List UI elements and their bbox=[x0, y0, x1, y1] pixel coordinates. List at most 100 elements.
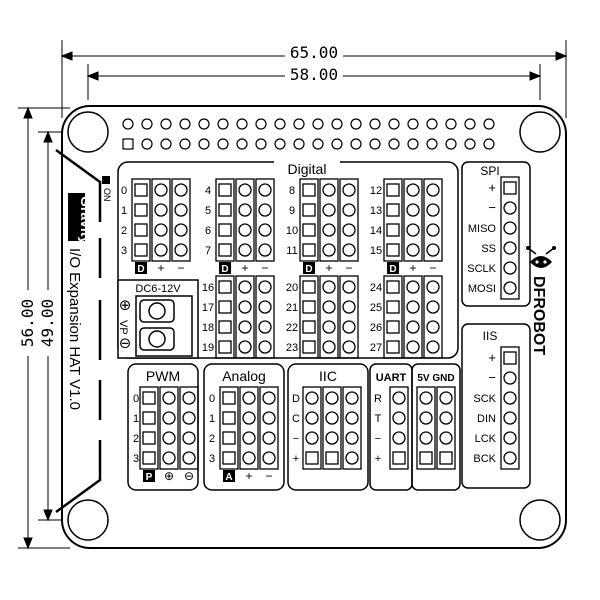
iic-pin[interactable] bbox=[305, 431, 319, 445]
digital-signal-pin[interactable] bbox=[134, 203, 148, 217]
gpio-pin[interactable] bbox=[293, 138, 305, 150]
digital-vcc-pin[interactable] bbox=[322, 280, 336, 294]
digital-vcc-pin[interactable] bbox=[238, 340, 252, 354]
gpio-pin[interactable] bbox=[426, 118, 438, 130]
digital-signal-pin[interactable] bbox=[386, 223, 400, 237]
gpio-pin[interactable] bbox=[369, 138, 381, 150]
digital-gnd-pin[interactable] bbox=[426, 320, 440, 334]
digital-vcc-pin[interactable] bbox=[238, 243, 252, 257]
pwm-gnd-pin[interactable] bbox=[182, 411, 196, 425]
pwm-signal-pin[interactable] bbox=[142, 411, 156, 425]
digital-vcc-pin[interactable] bbox=[322, 340, 336, 354]
digital-gnd-pin[interactable] bbox=[174, 203, 188, 217]
digital-gnd-pin[interactable] bbox=[174, 243, 188, 257]
gpio-pin[interactable] bbox=[331, 138, 343, 150]
pwm-gnd-pin[interactable] bbox=[182, 431, 196, 445]
digital-signal-pin[interactable] bbox=[302, 223, 316, 237]
digital-vcc-pin[interactable] bbox=[322, 223, 336, 237]
spi-pin[interactable] bbox=[503, 241, 517, 255]
digital-vcc-pin[interactable] bbox=[154, 243, 168, 257]
iic-pin[interactable] bbox=[305, 411, 319, 425]
digital-gnd-pin[interactable] bbox=[342, 280, 356, 294]
iis-pin[interactable] bbox=[503, 411, 517, 425]
digital-vcc-pin[interactable] bbox=[406, 340, 420, 354]
digital-signal-pin[interactable] bbox=[134, 243, 148, 257]
analog-signal-pin[interactable] bbox=[222, 391, 236, 405]
gpio-pin[interactable] bbox=[217, 118, 229, 130]
gpio-pin[interactable] bbox=[350, 138, 362, 150]
digital-gnd-pin[interactable] bbox=[258, 203, 272, 217]
spi-pin[interactable] bbox=[503, 281, 517, 295]
gpio-pin[interactable] bbox=[426, 138, 438, 150]
gpio-pin[interactable] bbox=[198, 138, 210, 150]
digital-signal-pin[interactable] bbox=[386, 203, 400, 217]
digital-vcc-pin[interactable] bbox=[406, 280, 420, 294]
analog-vcc-pin[interactable] bbox=[242, 431, 256, 445]
analog-signal-pin[interactable] bbox=[222, 451, 236, 465]
uart-pin[interactable] bbox=[392, 411, 406, 425]
digital-signal-pin[interactable] bbox=[302, 203, 316, 217]
analog-vcc-pin[interactable] bbox=[242, 411, 256, 425]
uart-pin[interactable] bbox=[392, 391, 406, 405]
iic-pin[interactable] bbox=[345, 451, 359, 465]
digital-signal-pin[interactable] bbox=[386, 280, 400, 294]
digital-vcc-pin[interactable] bbox=[406, 223, 420, 237]
digital-vcc-pin[interactable] bbox=[322, 183, 336, 197]
iis-pin[interactable] bbox=[503, 431, 517, 445]
digital-vcc-pin[interactable] bbox=[322, 203, 336, 217]
digital-gnd-pin[interactable] bbox=[426, 223, 440, 237]
digital-vcc-pin[interactable] bbox=[238, 203, 252, 217]
digital-signal-pin[interactable] bbox=[302, 320, 316, 334]
gpio-pin[interactable] bbox=[236, 118, 248, 130]
gpio-pin[interactable] bbox=[483, 138, 495, 150]
digital-vcc-pin[interactable] bbox=[322, 243, 336, 257]
gpio-pin[interactable] bbox=[274, 138, 286, 150]
iis-pin[interactable] bbox=[503, 371, 517, 385]
gpio-pin[interactable] bbox=[160, 138, 172, 150]
power5v-pin[interactable] bbox=[439, 451, 453, 465]
digital-gnd-pin[interactable] bbox=[342, 243, 356, 257]
gpio-pin[interactable] bbox=[464, 118, 476, 130]
pwm-vcc-pin[interactable] bbox=[162, 391, 176, 405]
digital-gnd-pin[interactable] bbox=[342, 340, 356, 354]
iic-pin[interactable] bbox=[325, 391, 339, 405]
digital-gnd-pin[interactable] bbox=[258, 280, 272, 294]
digital-gnd-pin[interactable] bbox=[426, 340, 440, 354]
iic-pin[interactable] bbox=[305, 451, 319, 465]
screw-terminal-plus[interactable] bbox=[148, 302, 166, 320]
iic-pin[interactable] bbox=[345, 431, 359, 445]
digital-signal-pin[interactable] bbox=[218, 183, 232, 197]
gpio-pin[interactable] bbox=[160, 118, 172, 130]
digital-signal-pin[interactable] bbox=[218, 340, 232, 354]
power5v-pin[interactable] bbox=[439, 411, 453, 425]
digital-gnd-pin[interactable] bbox=[426, 183, 440, 197]
pwm-signal-pin[interactable] bbox=[142, 431, 156, 445]
analog-signal-pin[interactable] bbox=[222, 411, 236, 425]
digital-signal-pin[interactable] bbox=[302, 300, 316, 314]
digital-signal-pin[interactable] bbox=[134, 183, 148, 197]
digital-gnd-pin[interactable] bbox=[174, 223, 188, 237]
analog-gnd-pin[interactable] bbox=[262, 391, 276, 405]
digital-vcc-pin[interactable] bbox=[154, 183, 168, 197]
analog-signal-pin[interactable] bbox=[222, 431, 236, 445]
gpio-pin[interactable] bbox=[274, 118, 286, 130]
digital-vcc-pin[interactable] bbox=[406, 243, 420, 257]
spi-pin[interactable] bbox=[503, 221, 517, 235]
gpio-pin[interactable] bbox=[464, 138, 476, 150]
digital-vcc-pin[interactable] bbox=[406, 320, 420, 334]
gpio-pin[interactable] bbox=[388, 118, 400, 130]
gpio-pin[interactable] bbox=[388, 138, 400, 150]
gpio-pin[interactable] bbox=[236, 138, 248, 150]
gpio-pin[interactable] bbox=[445, 118, 457, 130]
digital-signal-pin[interactable] bbox=[302, 243, 316, 257]
digital-signal-pin[interactable] bbox=[302, 183, 316, 197]
digital-gnd-pin[interactable] bbox=[258, 340, 272, 354]
digital-signal-pin[interactable] bbox=[218, 280, 232, 294]
gpio-pin[interactable] bbox=[350, 118, 362, 130]
digital-signal-pin[interactable] bbox=[386, 183, 400, 197]
digital-signal-pin[interactable] bbox=[386, 320, 400, 334]
digital-signal-pin[interactable] bbox=[386, 243, 400, 257]
gpio-pin[interactable] bbox=[255, 138, 267, 150]
pwm-signal-pin[interactable] bbox=[142, 451, 156, 465]
digital-signal-pin[interactable] bbox=[218, 300, 232, 314]
